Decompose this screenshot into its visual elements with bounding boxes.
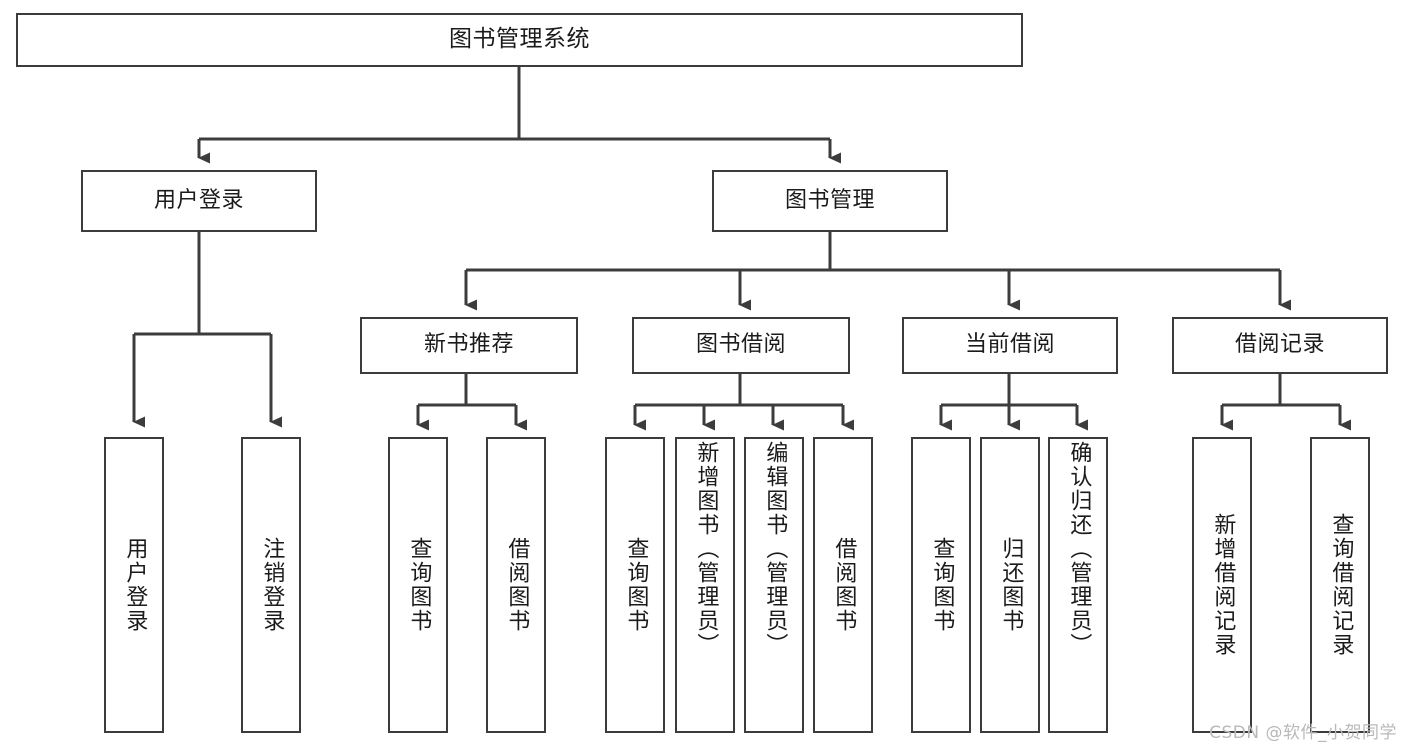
node-user-login[interactable]: 用户登录 — [81, 170, 317, 232]
leaf-user-login-logout[interactable]: 注销登录 — [241, 437, 301, 733]
node-label: 借阅记录 — [1234, 332, 1325, 358]
leaf-book-borrow-add[interactable]: 新增图书（管理员） — [675, 437, 735, 733]
node-label: 借阅图书 — [831, 537, 857, 633]
node-current-borrow[interactable]: 当前借阅 — [902, 317, 1118, 374]
node-label: 用户登录 — [153, 187, 244, 213]
node-label: 注销登录 — [259, 537, 285, 633]
leaf-new-book-borrow[interactable]: 借阅图书 — [486, 437, 546, 733]
node-label: 编辑图书（管理员） — [762, 441, 788, 657]
leaf-borrow-record-query[interactable]: 查询借阅记录 — [1310, 437, 1370, 733]
leaf-borrow-record-add[interactable]: 新增借阅记录 — [1192, 437, 1252, 733]
node-label: 新增图书（管理员） — [693, 441, 719, 657]
node-label: 查询图书 — [929, 537, 955, 633]
node-label: 新书推荐 — [423, 332, 514, 358]
node-label: 确认归还（管理员） — [1066, 441, 1092, 657]
leaf-user-login-login[interactable]: 用户登录 — [104, 437, 164, 733]
node-label: 借阅图书 — [504, 537, 530, 633]
node-new-book-recommend[interactable]: 新书推荐 — [360, 317, 578, 374]
node-label: 归还图书 — [998, 537, 1024, 633]
leaf-new-book-query[interactable]: 查询图书 — [388, 437, 448, 733]
node-label: 图书管理系统 — [449, 26, 590, 53]
node-label: 用户登录 — [122, 537, 148, 633]
node-label: 查询图书 — [406, 537, 432, 633]
node-root-system[interactable]: 图书管理系统 — [16, 13, 1023, 67]
leaf-current-borrow-query[interactable]: 查询图书 — [911, 437, 971, 733]
leaf-book-borrow-edit[interactable]: 编辑图书（管理员） — [744, 437, 804, 733]
watermark-text: CSDN @软件_小贺同学 — [1209, 723, 1397, 743]
node-label: 当前借阅 — [964, 332, 1055, 358]
node-borrow-record[interactable]: 借阅记录 — [1172, 317, 1388, 374]
node-book-manage[interactable]: 图书管理 — [712, 170, 948, 232]
leaf-book-borrow-query[interactable]: 查询图书 — [605, 437, 665, 733]
leaf-current-borrow-return[interactable]: 归还图书 — [980, 437, 1040, 733]
node-label: 新增借阅记录 — [1210, 513, 1236, 657]
leaf-current-borrow-confirm-return[interactable]: 确认归还（管理员） — [1048, 437, 1108, 733]
node-label: 图书管理 — [784, 187, 875, 213]
node-book-borrow[interactable]: 图书借阅 — [632, 317, 850, 374]
node-label: 查询借阅记录 — [1328, 513, 1354, 657]
leaf-book-borrow-borrow[interactable]: 借阅图书 — [813, 437, 873, 733]
node-label: 查询图书 — [623, 537, 649, 633]
node-label: 图书借阅 — [695, 332, 786, 358]
